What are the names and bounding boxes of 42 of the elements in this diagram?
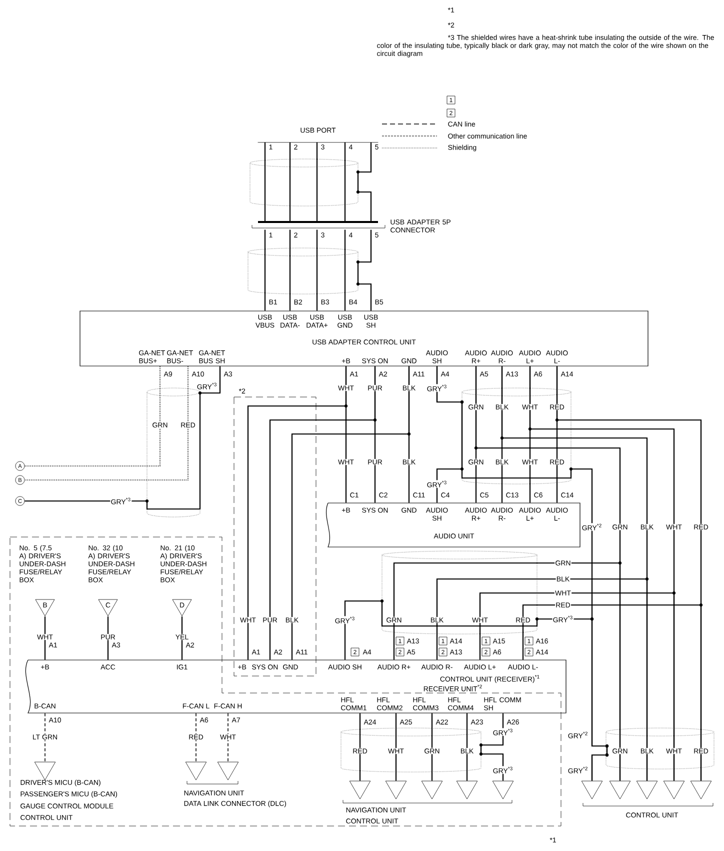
wire	[289, 142, 291, 222]
wire	[359, 713, 361, 781]
wire	[522, 603, 703, 781]
terminal-triangle	[636, 780, 658, 800]
wire	[24, 366, 221, 510]
terminal-triangle	[663, 780, 685, 800]
wire	[44, 712, 46, 762]
wire	[466, 713, 468, 781]
wire	[264, 230, 266, 311]
wire	[479, 591, 676, 781]
wire	[344, 230, 346, 311]
wire	[316, 230, 318, 311]
wire	[395, 713, 397, 781]
terminal-triangle	[492, 780, 514, 800]
wire	[181, 616, 183, 660]
wire	[479, 713, 504, 781]
wire	[356, 230, 372, 311]
terminal-triangle	[385, 780, 407, 800]
wire	[393, 561, 622, 781]
terminal-triangle	[217, 762, 239, 780]
terminal-triangle	[421, 780, 443, 800]
terminal-triangle	[456, 780, 478, 800]
terminal-triangle	[609, 780, 631, 800]
wire	[44, 616, 46, 660]
wire	[107, 616, 109, 660]
wire	[316, 142, 318, 222]
wire	[24, 366, 160, 466]
wire	[431, 713, 433, 781]
wire	[344, 142, 346, 222]
wire	[264, 142, 266, 222]
terminal-triangle	[690, 780, 712, 800]
wire	[436, 577, 649, 781]
wire	[289, 230, 291, 311]
wire	[24, 366, 188, 480]
wire	[291, 366, 411, 660]
terminal-triangle	[349, 780, 371, 800]
terminal-triangle	[185, 762, 207, 780]
terminal-triangle	[581, 780, 603, 800]
wire	[344, 599, 609, 781]
wire	[356, 142, 372, 222]
wire	[247, 366, 348, 660]
wire	[269, 366, 377, 660]
